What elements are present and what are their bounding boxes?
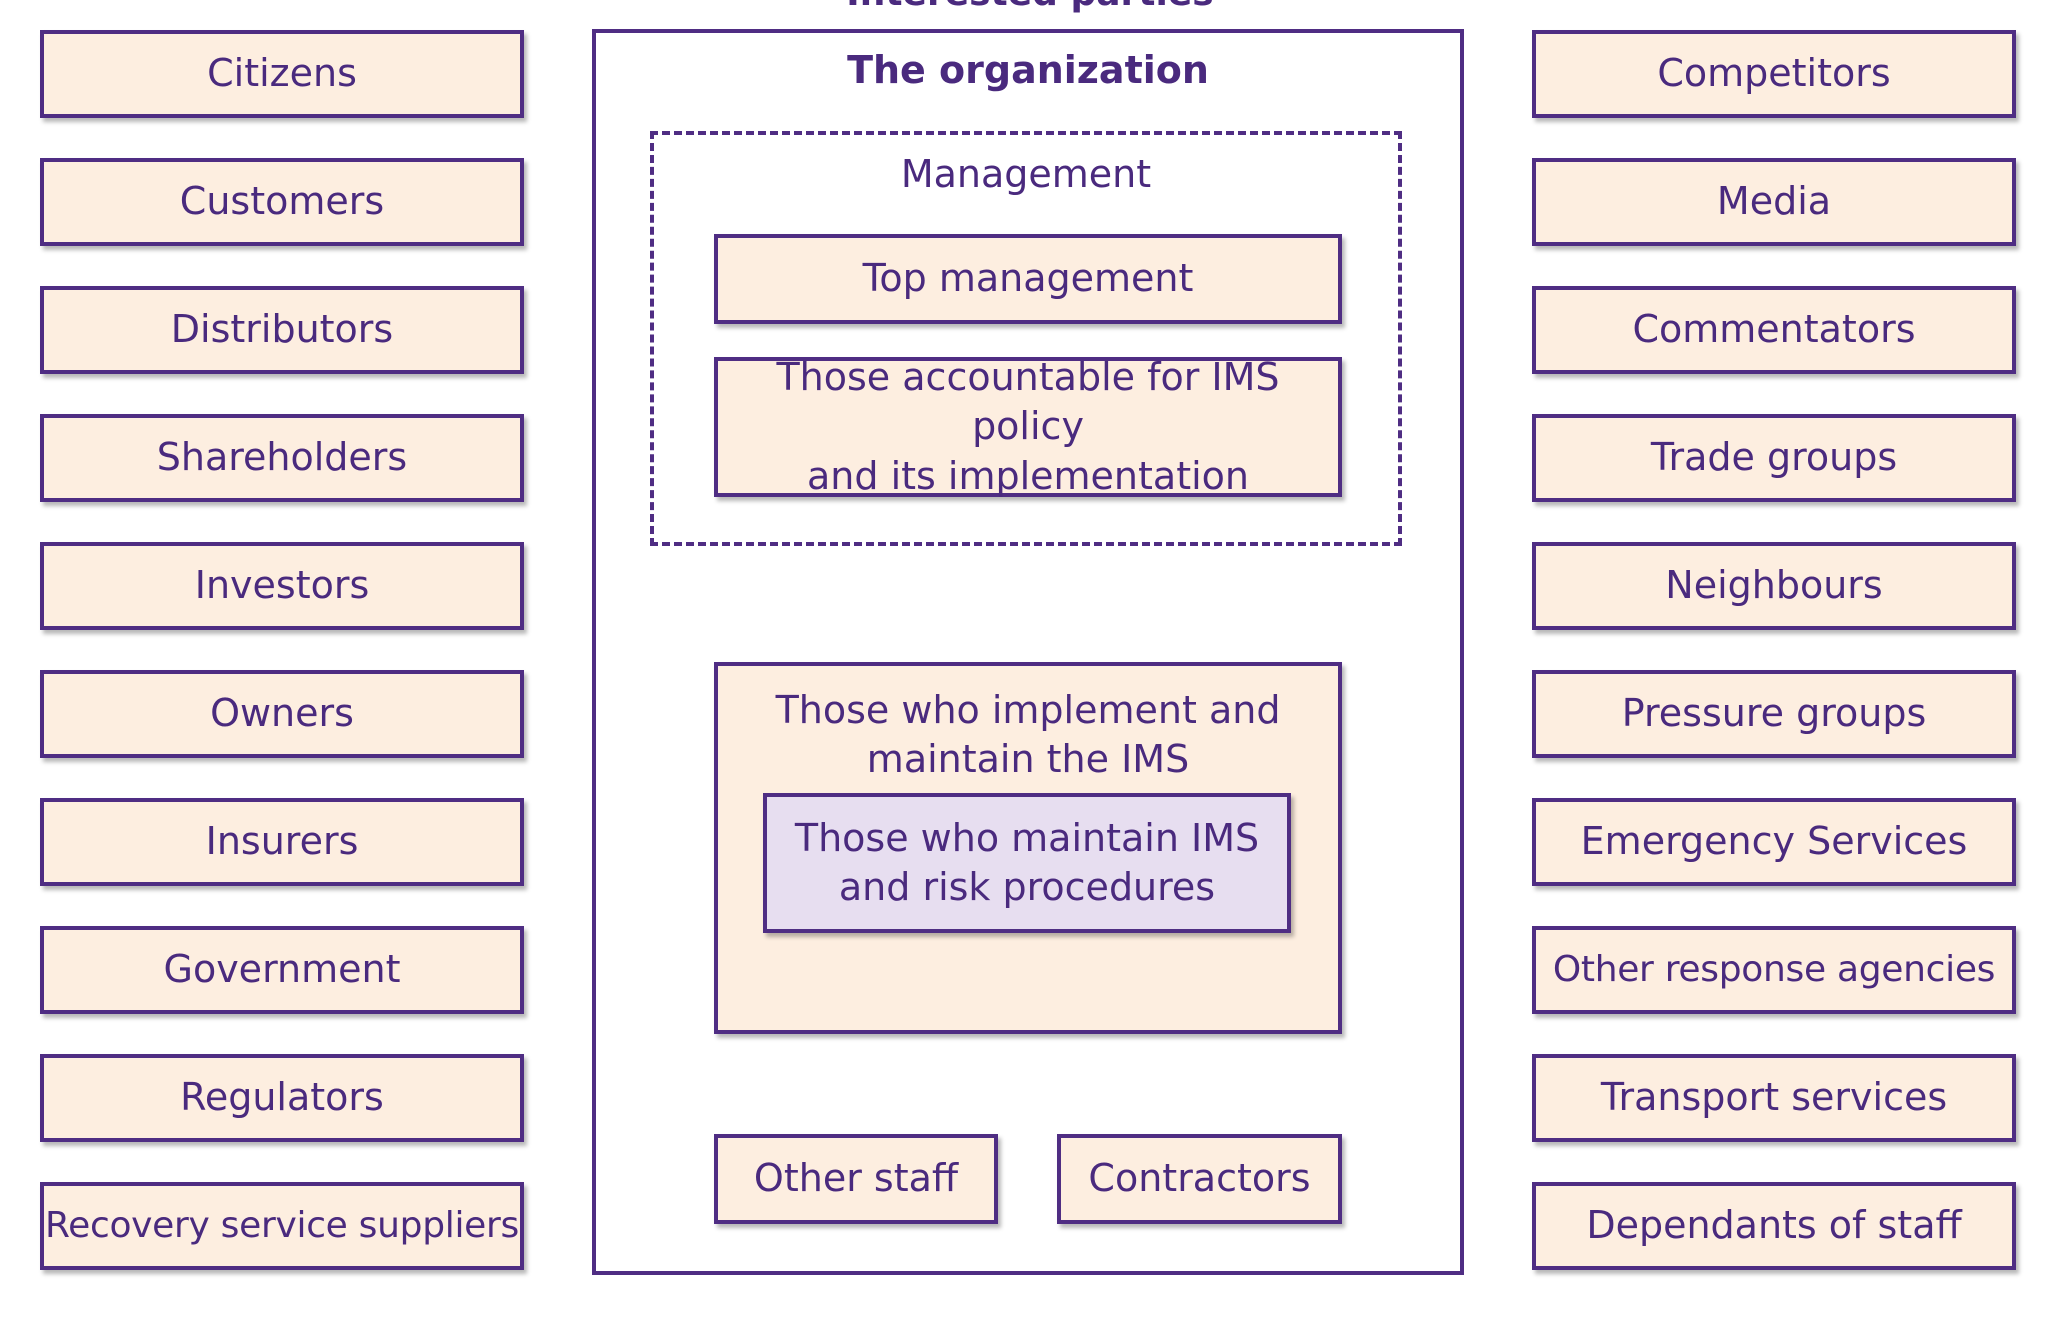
party-box-distributors: Distributors — [40, 286, 524, 374]
party-box-recovery-service-suppliers: Recovery service suppliers — [40, 1182, 524, 1270]
party-box-media: Media — [1532, 158, 2016, 246]
party-box-emergency-services: Emergency Services — [1532, 798, 2016, 886]
party-box-investors: Investors — [40, 542, 524, 630]
accountable-line-1: Those accountable for IMS policy — [776, 354, 1280, 449]
contractors-box: Contractors — [1057, 1134, 1342, 1224]
party-box-neighbours: Neighbours — [1532, 542, 2016, 630]
maintainers-box: Those who maintain IMS and risk procedur… — [763, 793, 1291, 933]
party-box-competitors: Competitors — [1532, 30, 2016, 118]
party-box-shareholders: Shareholders — [40, 414, 524, 502]
implementers-line-2: maintain the IMS — [866, 737, 1190, 782]
party-box-other-response-agencies: Other response agencies — [1532, 926, 2016, 1014]
other-staff-box: Other staff — [714, 1134, 998, 1224]
party-box-trade-groups: Trade groups — [1532, 414, 2016, 502]
top-management-box: Top management — [714, 234, 1342, 324]
maintainers-line-1: Those who maintain IMS — [794, 815, 1260, 860]
management-label: Management — [900, 152, 1152, 196]
maintainers-line-2: and risk procedures — [838, 865, 1216, 909]
interested-parties-title: Interested parties — [594, 0, 1466, 14]
party-box-citizens: Citizens — [40, 30, 524, 118]
implementers-line-1: Those who implement and — [775, 688, 1281, 732]
party-box-commentators: Commentators — [1532, 286, 2016, 374]
organization-title: The organization — [847, 48, 1209, 92]
party-box-owners: Owners — [40, 670, 524, 758]
party-box-government: Government — [40, 926, 524, 1014]
party-box-transport-services: Transport services — [1532, 1054, 2016, 1142]
management-group — [650, 131, 1402, 546]
party-box-dependants-of-staff: Dependants of staff — [1532, 1182, 2016, 1270]
accountable-box: Those accountable for IMS policy and its… — [714, 355, 1342, 498]
party-box-insurers: Insurers — [40, 798, 524, 886]
party-box-pressure-groups: Pressure groups — [1532, 670, 2016, 758]
party-box-regulators: Regulators — [40, 1054, 524, 1142]
party-box-customers: Customers — [40, 158, 524, 246]
accountable-line-2: and its implementation — [807, 453, 1249, 498]
